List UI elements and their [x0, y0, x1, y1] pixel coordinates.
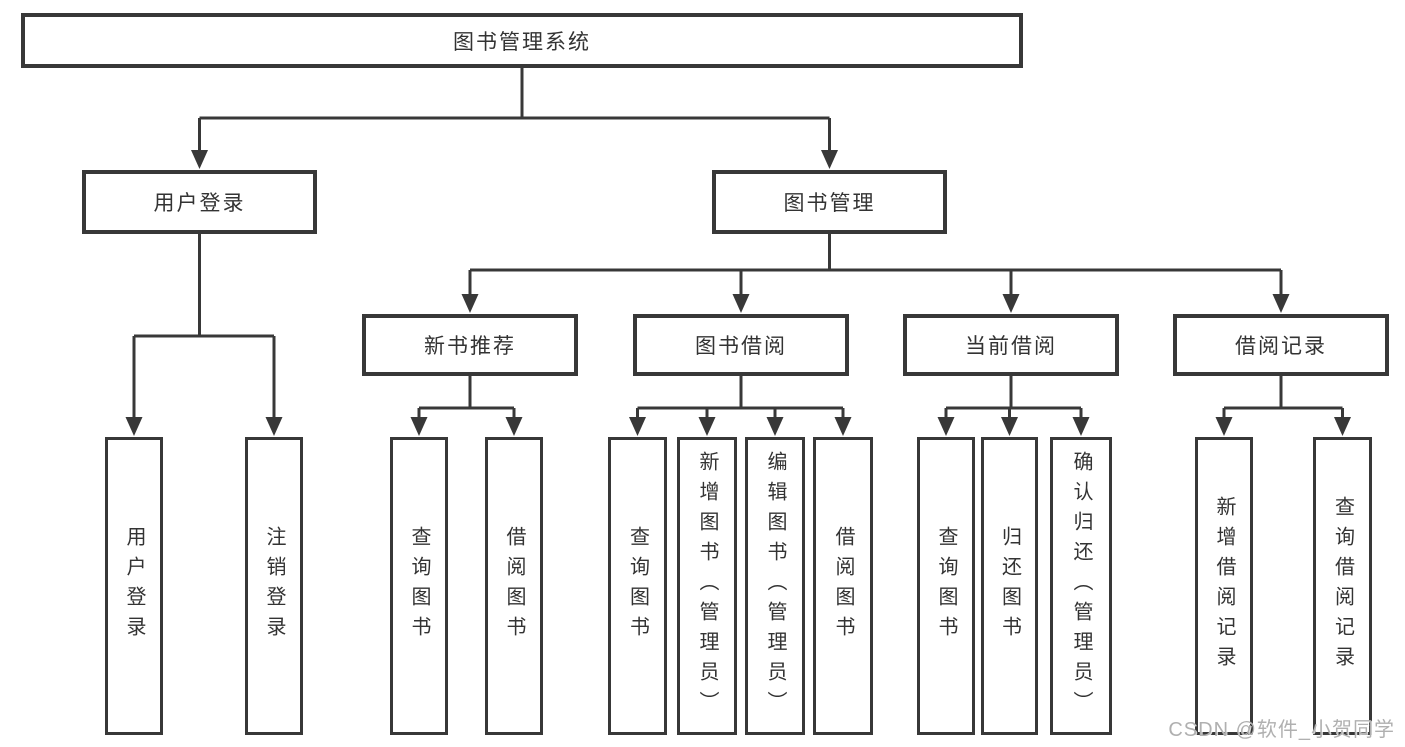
- node-label: 查询图书: [935, 526, 957, 646]
- node-label: 借阅图书: [832, 526, 854, 646]
- node-book-mgmt: 图书管理: [712, 170, 947, 234]
- node-label: 查询借阅记录: [1331, 496, 1354, 676]
- node-bb-query: 查询图书: [608, 437, 667, 735]
- node-login: 用户登录: [105, 437, 163, 735]
- node-label: 注销登录: [263, 526, 285, 646]
- node-borrow-record: 借阅记录: [1173, 314, 1389, 376]
- node-bb-add: 新增图书（管理员）: [677, 437, 737, 735]
- node-user-login: 用户登录: [82, 170, 317, 234]
- node-library-system: 图书管理系统: [21, 13, 1023, 68]
- node-label: 图书管理系统: [453, 30, 591, 54]
- node-label: 图书管理: [783, 192, 876, 215]
- node-br-query: 查询借阅记录: [1313, 437, 1372, 735]
- node-bb-borrow: 借阅图书: [813, 437, 873, 735]
- node-label: 新增图书（管理员）: [696, 451, 718, 721]
- node-nb-borrow: 借阅图书: [485, 437, 543, 735]
- node-bb-edit: 编辑图书（管理员）: [745, 437, 805, 735]
- node-label: 查询图书: [408, 526, 430, 646]
- node-cb-return: 归还图书: [981, 437, 1038, 735]
- node-br-add: 新增借阅记录: [1195, 437, 1253, 735]
- node-label: 用户登录: [123, 526, 145, 646]
- node-new-book: 新书推荐: [362, 314, 578, 376]
- node-cb-confirm: 确认归还（管理员）: [1050, 437, 1112, 735]
- node-label: 编辑图书（管理员）: [764, 451, 786, 721]
- node-current-borrow: 当前借阅: [903, 314, 1119, 376]
- node-nb-query: 查询图书: [390, 437, 448, 735]
- node-label: 查询图书: [626, 526, 649, 646]
- node-label: 归还图书: [998, 526, 1021, 646]
- node-label: 当前借阅: [965, 335, 1057, 358]
- node-label: 借阅记录: [1235, 335, 1327, 358]
- node-label: 用户登录: [153, 192, 246, 215]
- node-book-borrow: 图书借阅: [633, 314, 849, 376]
- node-logout: 注销登录: [245, 437, 303, 735]
- node-label: 确认归还（管理员）: [1070, 451, 1092, 721]
- node-label: 新增借阅记录: [1213, 496, 1235, 676]
- node-label: 图书借阅: [695, 335, 787, 358]
- node-cb-query: 查询图书: [917, 437, 975, 735]
- csdn-watermark: CSDN @软件_小贺同学: [1168, 719, 1395, 741]
- node-label: 新书推荐: [424, 335, 516, 358]
- node-label: 借阅图书: [503, 526, 525, 646]
